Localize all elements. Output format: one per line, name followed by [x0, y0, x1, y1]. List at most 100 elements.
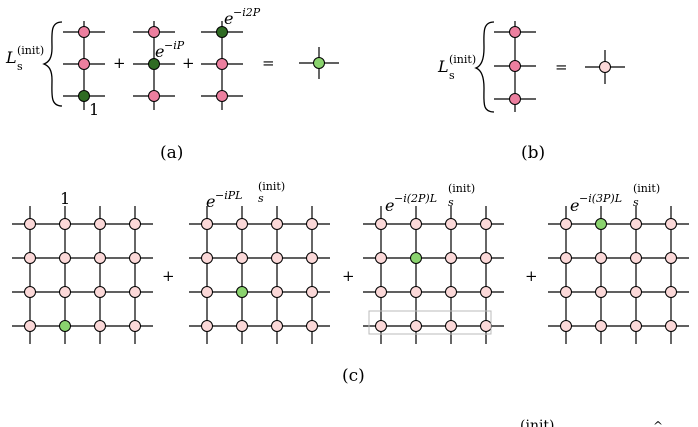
grid-node — [271, 218, 283, 230]
panel-b-L-sup: (init) — [449, 53, 476, 66]
grid-node — [94, 286, 106, 298]
panel-a-brace — [42, 21, 63, 107]
panel-a-L-sub: s — [17, 60, 23, 73]
panel-b-brace — [474, 21, 495, 113]
grid-node — [306, 320, 318, 332]
grid-node — [24, 218, 36, 230]
grid-4-coeff-sup: −i(3P)L — [579, 192, 622, 205]
grid-node — [59, 252, 71, 264]
grid-node — [445, 286, 457, 298]
grid-node — [94, 252, 106, 264]
grid-3-coeff-base: e — [385, 196, 394, 215]
grid-node — [445, 252, 457, 264]
grid-node — [480, 218, 492, 230]
panel-b-caption: (b) — [521, 143, 545, 163]
grid-node — [665, 286, 677, 298]
grid-node — [236, 320, 248, 332]
grid-node — [595, 252, 607, 264]
panel-a-L-sup: (init) — [17, 44, 44, 57]
grid-node-highlight — [595, 218, 607, 230]
grid-node — [375, 252, 387, 264]
grid-4-coeff-sup-sub: s — [633, 196, 639, 209]
grid-node — [445, 218, 457, 230]
panel-a: L s (init) 1 + e −iP + — [5, 6, 339, 163]
panel-b-result — [585, 50, 625, 84]
panel-a-result — [299, 47, 339, 79]
node-highlight — [216, 26, 228, 38]
panel-c: 1 + e −iPL s (init) + e −i(2P)L s (init)… — [12, 180, 689, 386]
grid-3-coeff-sup: −i(2P)L — [394, 192, 437, 205]
grid-4-coeff-base: e — [570, 196, 579, 215]
grid-node — [129, 286, 141, 298]
node — [148, 26, 160, 38]
panel-b-column — [494, 21, 536, 112]
grid-node — [306, 252, 318, 264]
grid-node-highlight — [236, 286, 248, 298]
node — [78, 58, 90, 70]
panel-a-coeff-2-base: e — [155, 42, 164, 61]
grid-node — [595, 286, 607, 298]
grid-2-coeff-sup-sup: (init) — [258, 180, 285, 193]
grid-node — [24, 286, 36, 298]
grid-1 — [12, 206, 153, 344]
panel-a-plus-2: + — [182, 54, 195, 72]
grid-node — [480, 252, 492, 264]
grid-node — [410, 320, 422, 332]
grid-4 — [548, 206, 689, 344]
grid-4-coeff-sup-sup: (init) — [633, 182, 660, 195]
grid-node-highlight — [410, 252, 422, 264]
panel-a-coeff-2-sup: −iP — [164, 39, 185, 52]
node — [216, 58, 228, 70]
grid-2-coeff-base: e — [206, 192, 215, 211]
panel-b-equals: = — [555, 58, 568, 76]
panel-a-equals: = — [262, 54, 275, 72]
grid-node — [94, 320, 106, 332]
panel-a-column-1: 1 — [63, 21, 105, 119]
grid-node — [59, 286, 71, 298]
grid-node — [480, 320, 492, 332]
grid-3 — [363, 206, 504, 344]
panel-c-caption: (c) — [342, 366, 365, 386]
panel-a-coeff-1: 1 — [89, 100, 99, 119]
grid-node — [24, 252, 36, 264]
grid-node — [665, 320, 677, 332]
grid-node — [665, 218, 677, 230]
grid-node — [665, 252, 677, 264]
panel-b-L-main: L — [437, 57, 449, 76]
grid-node — [129, 252, 141, 264]
grid-2-coeff-sup-sub: s — [258, 192, 264, 205]
node — [509, 93, 521, 105]
grid-node — [560, 252, 572, 264]
panel-c-plus-3: + — [525, 267, 538, 285]
grid-node — [630, 218, 642, 230]
panel-b: L s (init) = (b) — [437, 21, 625, 163]
grid-node — [129, 320, 141, 332]
grid-node — [271, 320, 283, 332]
grid-node — [24, 320, 36, 332]
grid-node — [306, 218, 318, 230]
node — [216, 90, 228, 102]
panel-a-column-2: e −iP — [133, 21, 185, 110]
grid-node — [445, 320, 457, 332]
node — [78, 26, 90, 38]
grid-node — [201, 218, 213, 230]
grid-2 — [189, 206, 330, 344]
footer-hat-fragment: ^ — [653, 419, 663, 427]
grid-node — [94, 218, 106, 230]
panel-a-L-main: L — [5, 48, 17, 67]
footer-init-fragment: (init) — [520, 418, 555, 427]
panel-a-coeff-3-sup: −i2P — [233, 6, 261, 19]
node-highlight — [148, 58, 160, 70]
grid-3-coeff-sup-sub: s — [448, 196, 454, 209]
grid-node — [236, 252, 248, 264]
panel-a-caption: (a) — [160, 143, 183, 163]
node — [509, 60, 521, 72]
panel-a-column-3: e −i2P — [201, 6, 261, 110]
grid-node — [236, 218, 248, 230]
panel-a-coeff-3-base: e — [224, 9, 233, 28]
grid-node — [201, 320, 213, 332]
grid-node — [560, 286, 572, 298]
grid-1-coeff: 1 — [60, 189, 70, 208]
grid-node — [410, 218, 422, 230]
